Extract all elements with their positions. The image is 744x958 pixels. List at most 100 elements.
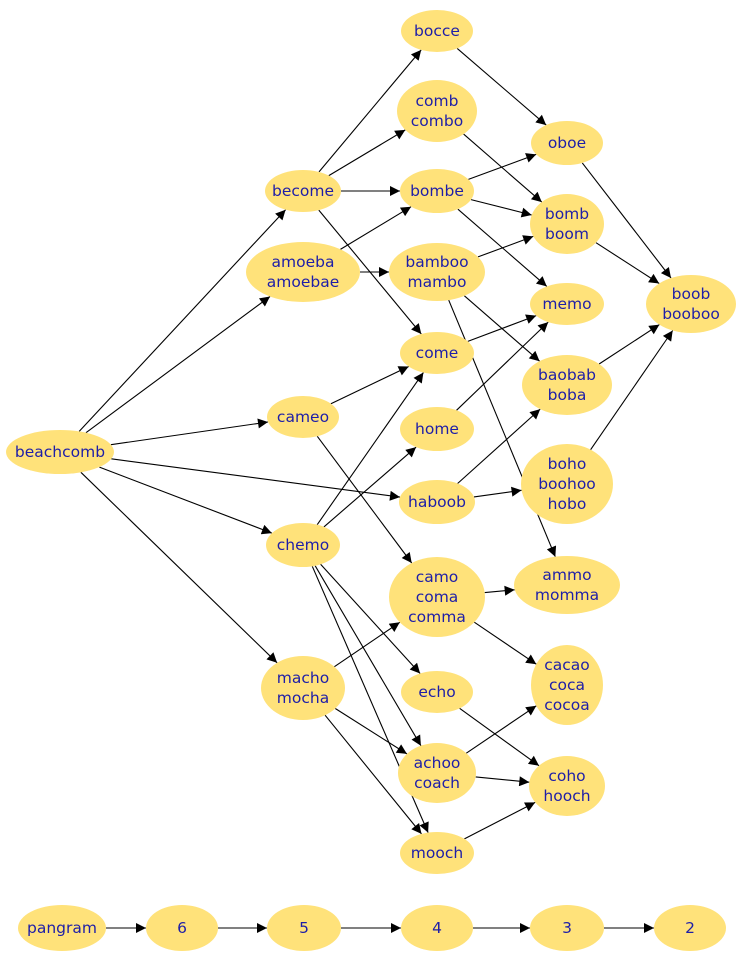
node-ellipse	[530, 905, 604, 951]
node-ellipse	[400, 832, 474, 874]
node-label: macho	[277, 669, 329, 687]
node-label: pangram	[27, 919, 97, 937]
node-ellipse	[530, 194, 604, 254]
edge-mooch-to-coho	[464, 801, 536, 840]
edge-camo-to-ammo	[484, 585, 515, 596]
node-beachcomb: beachcomb	[6, 430, 114, 474]
node-ellipse	[267, 396, 339, 438]
node-label: coma	[416, 588, 459, 606]
edge-haboob-to-boho	[473, 486, 522, 498]
edge-beachcomb-to-macho	[80, 471, 278, 664]
node-label: comb	[416, 92, 459, 110]
node-ellipse	[654, 905, 726, 951]
node-label: mocha	[277, 689, 329, 707]
node-amoeba: amoeba amoebae	[246, 242, 360, 302]
node-label: boba	[548, 386, 587, 404]
node-ellipse	[531, 645, 603, 725]
node-label: become	[272, 182, 334, 200]
node-label: coho	[548, 767, 585, 785]
node-ellipse	[401, 905, 473, 951]
node-label: 5	[299, 919, 309, 937]
edge-chemo-to-echo	[320, 563, 421, 674]
node-baobab: baobab boba	[522, 355, 612, 415]
node-label: bomb	[545, 205, 589, 223]
edge-bamboo-to-bomb	[477, 235, 534, 258]
node-ellipse	[399, 480, 475, 524]
node-label: amoebae	[267, 273, 340, 291]
edge-echo-to-coho	[459, 707, 540, 767]
node-label: bocce	[414, 22, 460, 40]
node-n4: 4	[401, 905, 473, 951]
node-label: 3	[562, 919, 572, 937]
edge-beachcomb-to-become	[78, 209, 287, 432]
edge-achoo-to-cacao	[465, 705, 537, 754]
node-label: mambo	[407, 273, 466, 291]
node-label: mooch	[411, 844, 463, 862]
node-ellipse	[401, 10, 473, 52]
node-pangram: pangram	[18, 905, 106, 951]
node-label: cameo	[277, 408, 329, 426]
edge-oboe-to-boob	[581, 162, 672, 279]
node-cameo: cameo	[267, 396, 339, 438]
node-label: chemo	[277, 536, 329, 554]
node-ellipse	[398, 743, 476, 803]
node-bocce: bocce	[401, 10, 473, 52]
node-label: comma	[408, 608, 466, 626]
edge-bocce-to-oboe	[456, 47, 547, 126]
node-chemo: chemo	[266, 523, 340, 567]
node-ellipse	[389, 243, 485, 301]
edge-macho-to-achoo	[335, 708, 408, 755]
node-label: baobab	[538, 366, 596, 384]
edge-become-to-comb	[328, 129, 406, 177]
node-ellipse	[397, 80, 477, 142]
edge-baobab-to-boob	[598, 324, 660, 365]
node-label: echo	[418, 683, 455, 701]
edge-haboob-to-baobab	[457, 408, 541, 484]
node-label: 6	[177, 919, 187, 937]
node-n6: 6	[146, 905, 218, 951]
edge-achoo-to-coho	[475, 776, 530, 787]
edge-chemo-to-come	[316, 372, 424, 526]
node-memo: memo	[530, 283, 604, 325]
node-label: oboe	[548, 134, 586, 152]
node-n2: 2	[654, 905, 726, 951]
node-become: become	[265, 170, 341, 212]
node-label: hooch	[543, 787, 590, 805]
edge-cameo-to-come	[330, 366, 409, 405]
node-label: bombe	[410, 182, 464, 200]
node-ellipse	[646, 275, 736, 333]
edge-beachcomb-to-cameo	[110, 418, 269, 446]
edge-comb-to-bomb	[463, 133, 543, 203]
edge-camo-to-cacao	[473, 621, 537, 665]
edge-bombe-to-oboe	[468, 153, 537, 180]
node-ellipse	[261, 656, 345, 720]
node-coho: coho hooch	[529, 756, 605, 816]
node-macho: macho mocha	[261, 656, 345, 720]
node-ellipse	[267, 905, 341, 951]
node-ellipse	[6, 430, 114, 474]
node-label: cocoa	[544, 696, 590, 714]
node-label: come	[416, 344, 459, 362]
edge-macho-to-mooch	[324, 714, 422, 835]
edge-become-to-bocce	[318, 49, 422, 173]
node-ellipse	[522, 355, 612, 415]
edge-home-to-memo	[456, 321, 549, 411]
edge-beachcomb-to-chemo	[99, 466, 273, 535]
edge-beachcomb-to-haboob	[111, 458, 401, 501]
node-n3: 3	[530, 905, 604, 951]
node-ellipse	[521, 444, 613, 524]
node-label: bamboo	[405, 253, 468, 271]
node-ellipse	[400, 407, 474, 451]
node-oboe: oboe	[531, 121, 603, 165]
node-ellipse	[389, 557, 485, 637]
edge-amoeba-to-bombe	[340, 206, 412, 250]
node-bamboo: bamboo mambo	[389, 243, 485, 301]
node-label: amoeba	[272, 253, 335, 271]
node-label: ammo	[542, 566, 591, 584]
node-label: booboo	[662, 305, 720, 323]
